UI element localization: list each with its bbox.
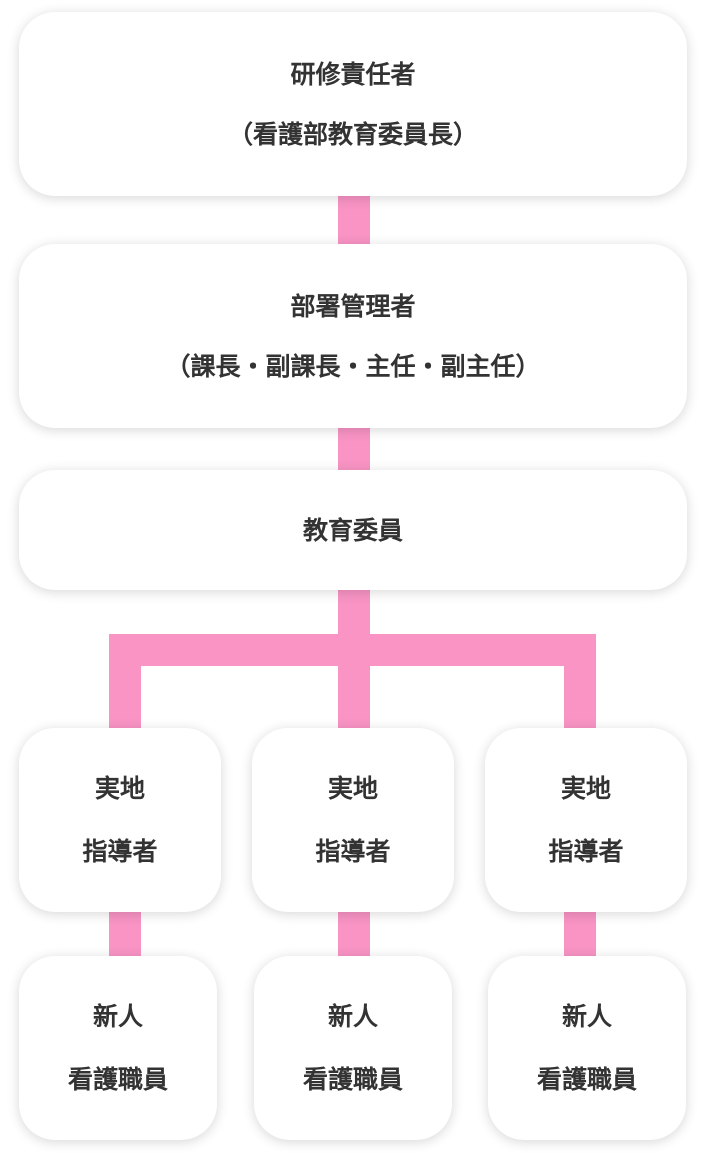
field-instructor-line1: 実地 — [327, 774, 378, 803]
field-instructor-line2: 指導者 — [315, 837, 391, 866]
training-manager-title: 研修責任者 — [290, 59, 416, 89]
field-instructor-line1: 実地 — [94, 774, 145, 803]
training-manager-subtitle: （看護部教育委員長） — [227, 119, 478, 149]
new-nurse-line2: 看護職員 — [536, 1065, 637, 1094]
department-manager-node: 部署管理者 （課長・副課長・主任・副主任） — [19, 244, 687, 428]
field-instructor-node: 実地 指導者 — [252, 728, 454, 912]
new-nurse-node: 新人 看護職員 — [19, 956, 217, 1140]
field-instructor-node: 実地 指導者 — [485, 728, 687, 912]
department-manager-title: 部署管理者 — [290, 291, 416, 321]
education-committee-node: 教育委員 — [19, 470, 687, 590]
new-nurse-line1: 新人 — [92, 1002, 143, 1031]
new-nurse-line2: 看護職員 — [302, 1065, 403, 1094]
field-instructor-node: 実地 指導者 — [19, 728, 221, 912]
field-instructor-line1: 実地 — [560, 774, 611, 803]
new-nurse-line1: 新人 — [561, 1002, 612, 1031]
new-nurse-line2: 看護職員 — [67, 1065, 168, 1094]
new-nurse-line1: 新人 — [327, 1002, 378, 1031]
field-instructor-line2: 指導者 — [548, 837, 624, 866]
connector-manager-to-department — [338, 196, 370, 246]
training-manager-node: 研修責任者 （看護部教育委員長） — [19, 12, 687, 196]
connector-branch-right — [564, 634, 596, 730]
connector-instructor-to-nurse-left — [109, 912, 141, 958]
new-nurse-node: 新人 看護職員 — [488, 956, 686, 1140]
connector-instructor-to-nurse-right — [564, 912, 596, 958]
connector-branch-left — [109, 634, 141, 730]
connector-instructor-to-nurse-center — [338, 912, 370, 958]
field-instructor-line2: 指導者 — [82, 837, 158, 866]
connector-branch-horizontal — [109, 634, 596, 666]
education-committee-title: 教育委員 — [302, 515, 403, 545]
new-nurse-node: 新人 看護職員 — [254, 956, 452, 1140]
connector-department-to-committee — [338, 428, 370, 472]
department-manager-subtitle: （課長・副課長・主任・副主任） — [165, 351, 541, 381]
